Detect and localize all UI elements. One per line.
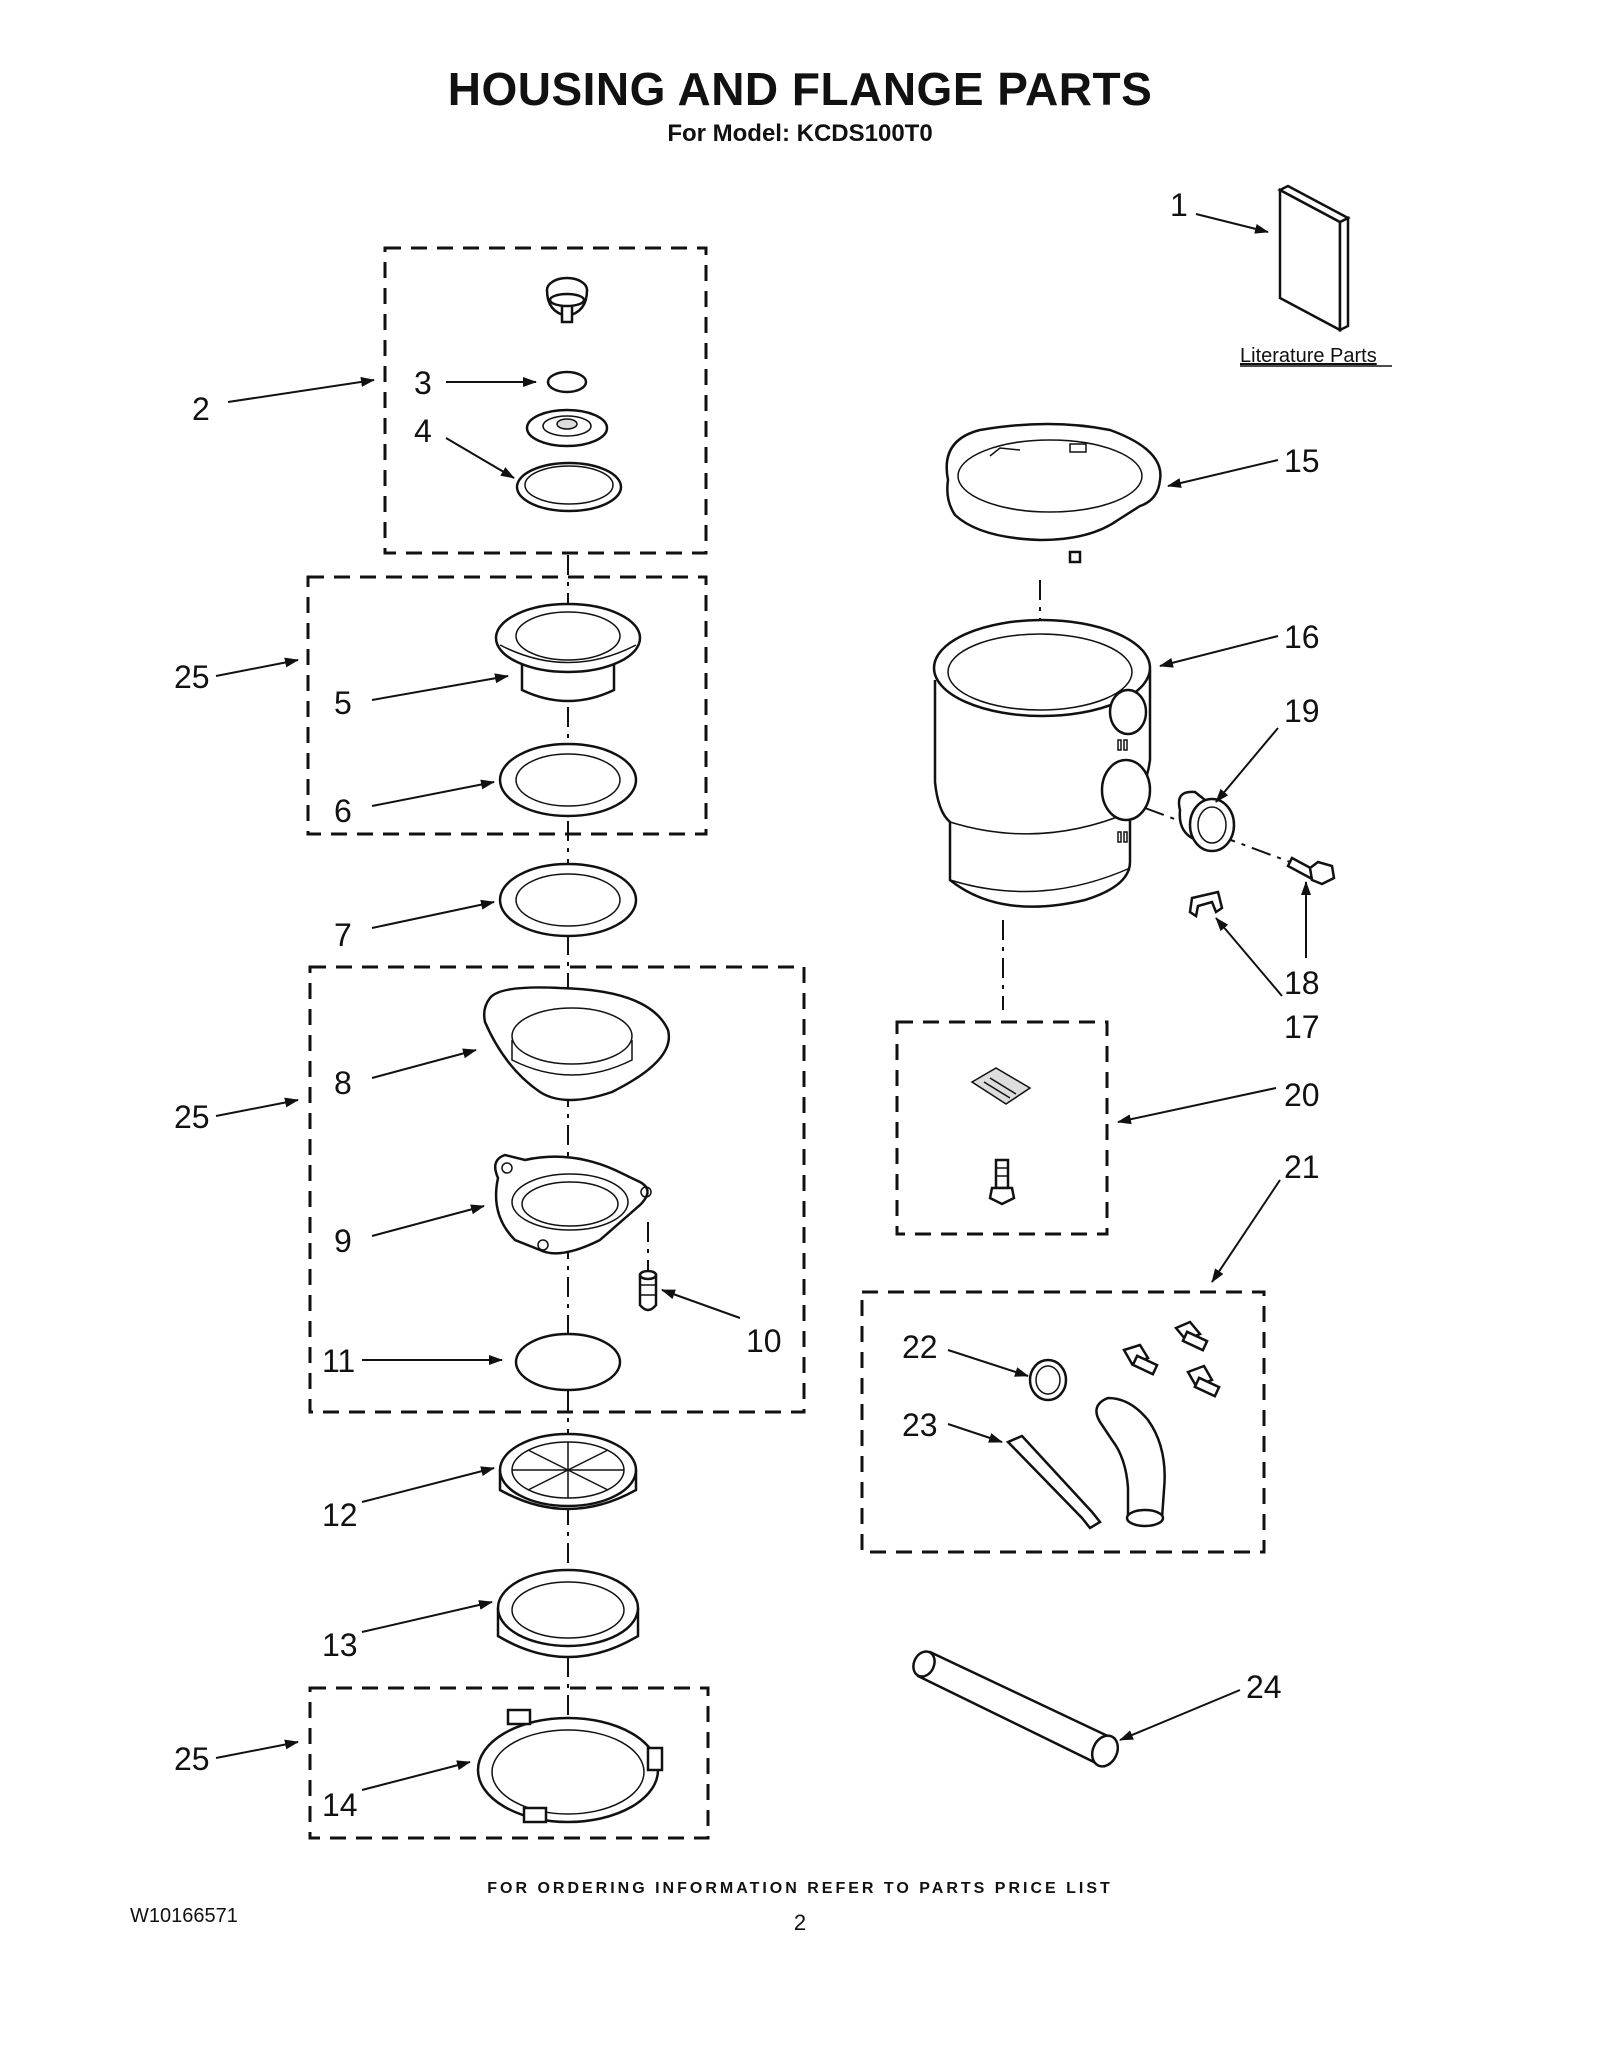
group-box-2 — [383, 246, 708, 555]
callout-10: 10 — [746, 1323, 782, 1359]
elbow-clip-icon — [1188, 890, 1224, 919]
leader-10 — [661, 1289, 741, 1319]
leader-25-top — [215, 657, 299, 677]
callout-24: 24 — [1246, 1669, 1282, 1705]
group-box-25-bottom — [308, 1686, 710, 1840]
leader-17 — [1215, 917, 1283, 997]
stopper-icon — [545, 276, 589, 324]
leader-12 — [361, 1466, 495, 1503]
lock-ring-icon — [476, 1708, 664, 1824]
callout-3: 3 — [414, 365, 432, 401]
cushion-mount-icon — [498, 1432, 638, 1511]
leader-19 — [1215, 727, 1279, 803]
callout-23: 23 — [902, 1407, 938, 1443]
callout-4: 4 — [414, 413, 432, 449]
discharge-tube-icon — [1095, 1396, 1166, 1528]
ordering-note: FOR ORDERING INFORMATION REFER TO PARTS … — [487, 1880, 1113, 1897]
leader-7 — [371, 899, 495, 929]
callout-1: 1 — [1170, 187, 1188, 223]
callout-21: 21 — [1284, 1149, 1320, 1185]
leader-21 — [1211, 1179, 1281, 1283]
leader-20 — [1117, 1087, 1277, 1125]
mounting-ring-icon — [482, 986, 671, 1102]
leader-5 — [371, 673, 509, 701]
callout-11: 11 — [322, 1343, 355, 1379]
leader-4 — [445, 437, 515, 479]
sink-flange-icon — [494, 602, 642, 703]
housing-cover-icon — [945, 422, 1162, 564]
callout-15: 15 — [1284, 443, 1320, 479]
group-box-25-middle — [308, 965, 806, 1414]
backup-ring-icon — [498, 862, 638, 938]
hose-clamp-icon — [1028, 1358, 1068, 1402]
page-number: 2 — [793, 1910, 807, 1935]
callout-20: 20 — [1284, 1077, 1320, 1113]
page-title: HOUSING AND FLANGE PARTS — [447, 63, 1153, 115]
group-box-25-top — [306, 575, 708, 836]
leader-25-middle — [215, 1097, 299, 1117]
outlet-elbow-icon — [1177, 790, 1236, 853]
model-subtitle: For Model: KCDS100T0 — [667, 120, 933, 147]
group-box-20 — [895, 1020, 1109, 1236]
callout-8: 8 — [334, 1065, 352, 1101]
callout-12: 12 — [322, 1497, 358, 1533]
callout-16: 16 — [1284, 619, 1320, 655]
housing-body-icon — [932, 618, 1152, 908]
wrench-icon — [1005, 1434, 1102, 1530]
leader-13 — [361, 1600, 493, 1633]
leader-2 — [227, 376, 375, 403]
leader-6 — [371, 779, 495, 807]
leader-1 — [1195, 213, 1269, 234]
callout-14: 14 — [322, 1787, 358, 1823]
literature-booklet-icon — [1277, 184, 1351, 333]
tag-screw-icon — [988, 1158, 1016, 1206]
leader-8 — [371, 1048, 477, 1079]
callout-25-bottom: 25 — [174, 1741, 210, 1777]
elbow-screw-icon — [1286, 856, 1336, 886]
leader-15 — [1167, 459, 1279, 488]
support-ring-icon — [493, 1153, 652, 1255]
tag-plate-icon — [970, 1067, 1032, 1105]
callout-5: 5 — [334, 685, 352, 721]
callout-25-middle: 25 — [174, 1099, 210, 1135]
mounting-screw-icon — [638, 1269, 658, 1312]
leader-22 — [947, 1349, 1029, 1377]
callout-6: 6 — [334, 793, 352, 829]
snap-ring-icon — [514, 1332, 622, 1392]
callout-2: 2 — [192, 391, 210, 427]
callout-22: 22 — [902, 1329, 938, 1365]
callout-9: 9 — [334, 1223, 352, 1259]
mounting-gasket-icon — [515, 461, 623, 513]
group-box-21 — [860, 1290, 1266, 1554]
tailpipe-icon — [912, 1650, 1120, 1768]
leader-16 — [1159, 635, 1279, 668]
callout-7: 7 — [334, 917, 352, 953]
mounting-screws-icon — [1122, 1320, 1221, 1398]
leader-24 — [1119, 1689, 1241, 1741]
callout-25-top: 25 — [174, 659, 210, 695]
leader-25-bottom — [215, 1739, 299, 1759]
literature-parts-label: Literature Parts — [1240, 345, 1377, 367]
callout-13: 13 — [322, 1627, 358, 1663]
leader-23 — [947, 1423, 1003, 1443]
leader-14 — [361, 1760, 471, 1791]
leader-9 — [371, 1204, 485, 1237]
small-ring-icon — [546, 370, 588, 394]
stopper-cap-icon — [525, 408, 609, 448]
callout-18: 18 — [1284, 965, 1320, 1001]
document-number: W10166571 — [130, 1905, 238, 1927]
callout-19: 19 — [1284, 693, 1320, 729]
callout-17: 17 — [1284, 1009, 1320, 1045]
fiber-gasket-icon — [498, 742, 638, 818]
housing-seal-icon — [496, 1568, 640, 1659]
